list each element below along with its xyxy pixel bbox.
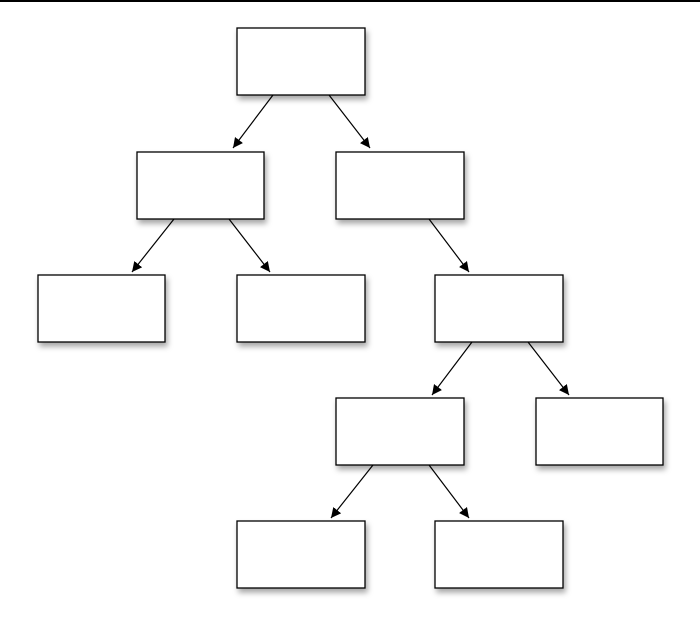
edge-right-subtree-node-to-subtree-left-node bbox=[431, 341, 473, 396]
edge-subtree-left-node-to-bottom-right-leaf bbox=[428, 464, 470, 519]
node-left-child bbox=[136, 151, 265, 220]
edge-subtree-left-node-to-bottom-left-leaf bbox=[330, 464, 374, 519]
node-bottom-left-leaf bbox=[236, 520, 366, 589]
node-subtree-right-leaf bbox=[535, 397, 664, 466]
edge-right-subtree-node-to-subtree-right-leaf bbox=[527, 341, 570, 396]
node-root bbox=[236, 27, 366, 96]
node-right-child bbox=[335, 151, 465, 220]
edge-right-child-to-right-subtree-node bbox=[428, 218, 470, 273]
edge-left-child-to-left-right-leaf bbox=[228, 218, 271, 273]
node-bottom-right-leaf bbox=[434, 520, 564, 589]
node-subtree-left-node bbox=[335, 397, 465, 466]
node-left-left-leaf bbox=[37, 274, 166, 343]
node-left-right-leaf bbox=[236, 274, 366, 343]
edge-layer bbox=[131, 94, 570, 519]
edge-root-to-right-child bbox=[328, 94, 371, 149]
node-right-subtree-node bbox=[434, 274, 564, 343]
top-border-line bbox=[0, 0, 700, 2]
node-layer bbox=[37, 27, 664, 589]
edge-root-to-left-child bbox=[232, 94, 274, 149]
edge-left-child-to-left-left-leaf bbox=[131, 218, 175, 273]
